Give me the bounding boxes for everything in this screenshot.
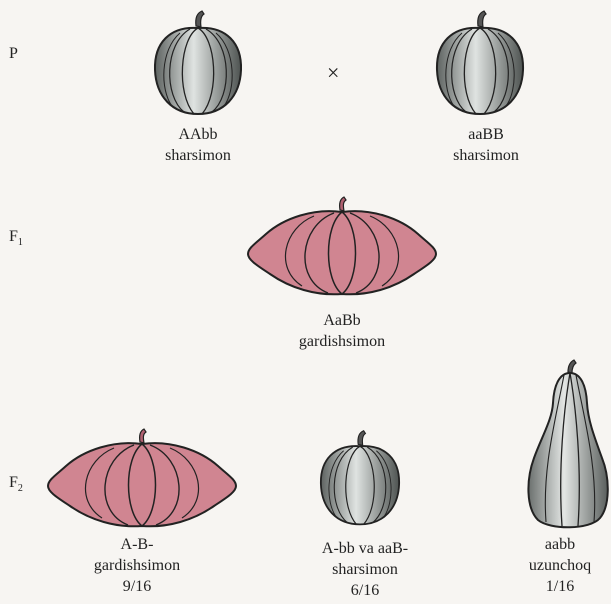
- f2-disc-genotype: A-B-: [72, 534, 202, 555]
- parent-1-round-pumpkin: [150, 8, 246, 118]
- f2-elongated-pumpkin: [520, 358, 611, 530]
- parent-2-genotype: aaBB: [428, 124, 544, 145]
- f2-disc-pumpkin: [44, 428, 240, 532]
- f2-round-phenotype: sharsimon: [292, 559, 438, 580]
- f2-round-label: A-bb va aaB- sharsimon 6/16: [292, 538, 438, 601]
- f2-elongated-genotype: aabb: [510, 534, 610, 555]
- parent-1-label: AAbb sharsimon: [140, 124, 256, 166]
- f1-label: AaBb gardishsimon: [260, 310, 424, 352]
- generation-f2-label: F2: [9, 474, 23, 494]
- parent-1-phenotype: sharsimon: [140, 145, 256, 166]
- generation-p-label: P: [9, 45, 18, 63]
- cross-symbol: ×: [327, 60, 339, 86]
- f2-disc-ratio: 9/16: [72, 576, 202, 597]
- f2-elongated-phenotype: uzunchoq: [510, 555, 610, 576]
- f2-elongated-label: aabb uzunchoq 1/16: [510, 534, 610, 597]
- parent-2-round-pumpkin: [432, 8, 528, 118]
- generation-f1-label: F1: [9, 228, 23, 248]
- f1-genotype: AaBb: [260, 310, 424, 331]
- f2-disc-phenotype: gardishsimon: [72, 555, 202, 576]
- f2-round-ratio: 6/16: [292, 580, 438, 601]
- f1-phenotype: gardishsimon: [260, 331, 424, 352]
- f2-elongated-ratio: 1/16: [510, 576, 610, 597]
- f2-round-pumpkin: [316, 428, 404, 528]
- f2-round-genotype: A-bb va aaB-: [292, 538, 438, 559]
- parent-1-genotype: AAbb: [140, 124, 256, 145]
- parent-2-phenotype: sharsimon: [428, 145, 544, 166]
- f1-disc-pumpkin: [244, 196, 440, 300]
- parent-2-label: aaBB sharsimon: [428, 124, 544, 166]
- f2-disc-label: A-B- gardishsimon 9/16: [72, 534, 202, 597]
